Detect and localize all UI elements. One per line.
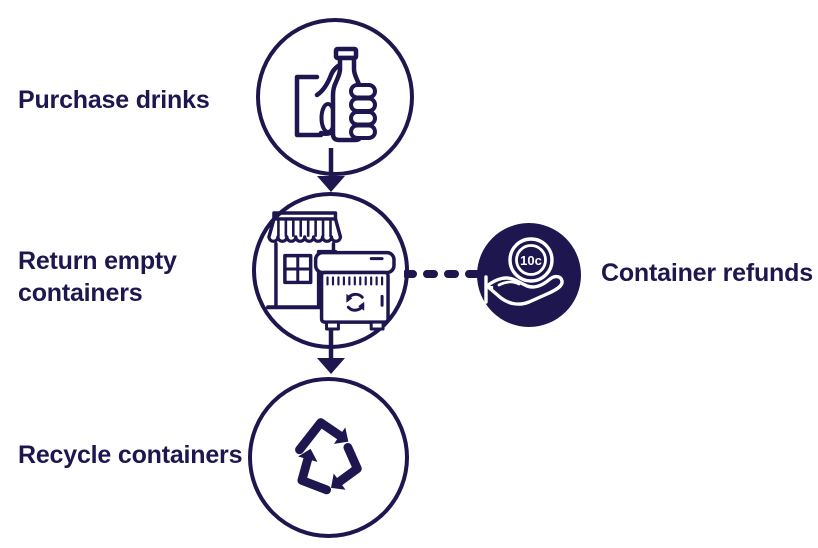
- step-label-purchase-drinks: Purchase drinks: [18, 86, 210, 114]
- step-circle-recycle: [248, 377, 409, 538]
- hand-holding-bottle-icon: [294, 46, 377, 143]
- step-label-return-empty-containers: Return empty containers: [18, 247, 177, 307]
- refund-badge: 10c: [477, 223, 581, 327]
- flow-arrow-down-1: [317, 148, 345, 192]
- flow-arrow-down-2: [317, 330, 345, 374]
- recycling-arrows-icon: [294, 417, 362, 494]
- refund-label-container-refunds: Container refunds: [601, 259, 813, 287]
- hand-holding-coin-icon: 10c: [477, 223, 581, 327]
- shop-and-return-bin-icon: [265, 210, 396, 331]
- step-circle-purchase: [256, 18, 414, 176]
- step-circle-return: [252, 192, 409, 349]
- refund-dashed-connector: [404, 270, 484, 278]
- coin-value-text: 10c: [520, 253, 542, 268]
- step-label-recycle-containers: Recycle containers: [18, 441, 243, 469]
